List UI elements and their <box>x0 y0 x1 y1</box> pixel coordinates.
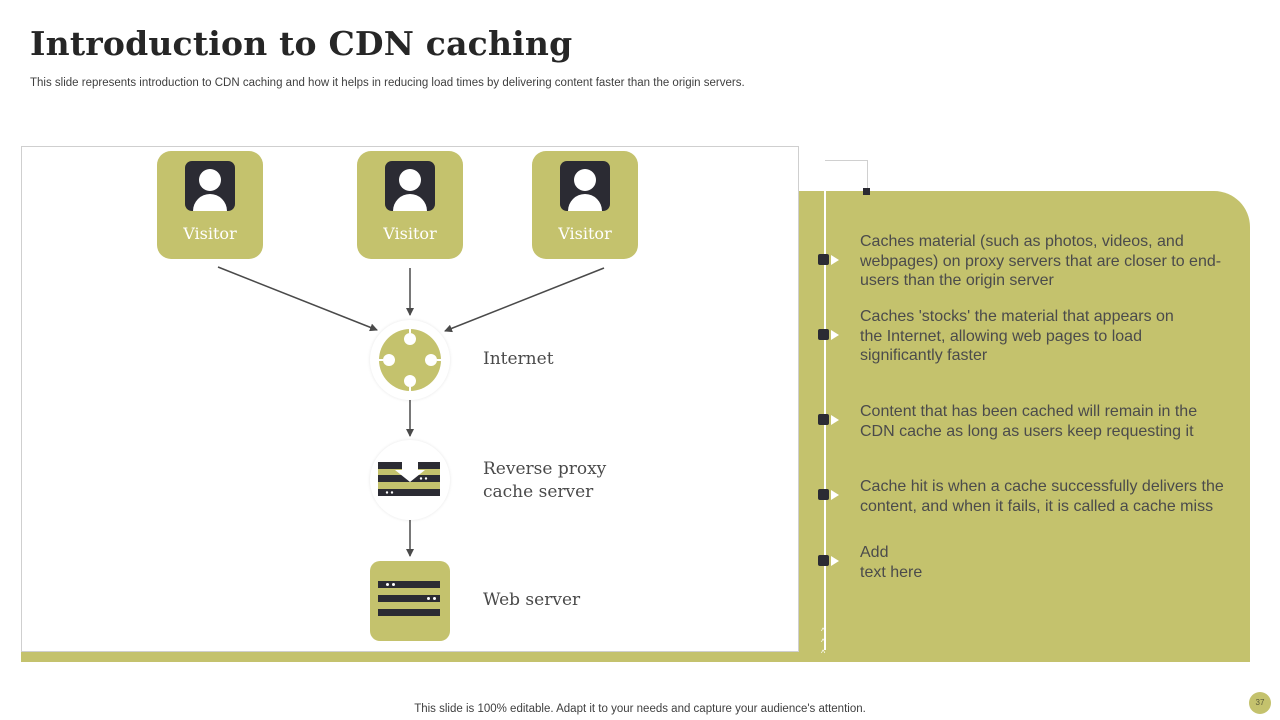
user-icon <box>185 161 235 211</box>
visitor-card-2: Visitor <box>357 151 463 259</box>
timeline-bracket <box>825 160 868 189</box>
slide-title: Introduction to CDN caching <box>30 24 573 63</box>
user-icon <box>385 161 435 211</box>
visitor-card-1: Visitor <box>157 151 263 259</box>
point-text-5: Add text here <box>860 544 923 581</box>
internet-label: Internet <box>483 349 554 369</box>
proxy-label-line1: Reverse proxy <box>483 459 607 479</box>
visitor-label: Visitor <box>558 224 612 243</box>
proxy-node <box>370 440 450 520</box>
chevron-up-icon: ^ <box>821 626 826 636</box>
slide-footer: This slide is 100% editable. Adapt it to… <box>414 703 866 715</box>
network-icon <box>375 325 445 395</box>
point-text-4: Cache hit is when a cache successfully d… <box>860 478 1224 515</box>
point-text-3: Content that has been cached will remain… <box>860 403 1198 440</box>
visitor-label: Visitor <box>383 224 437 243</box>
points-panel <box>790 191 1250 662</box>
cache-server-icon <box>378 458 440 496</box>
point-text-2: Caches 'stocks' the material that appear… <box>860 308 1174 364</box>
web-server-node <box>370 561 450 641</box>
page-number-badge: 37 <box>1249 692 1271 714</box>
bottom-accent-strip <box>21 651 801 662</box>
slide-subtitle: This slide represents introduction to CD… <box>30 77 745 89</box>
user-icon <box>560 161 610 211</box>
proxy-label: Reverse proxy cache server <box>483 458 606 504</box>
timeline-line <box>824 160 826 650</box>
chevron-up-icon: ^ <box>821 648 826 658</box>
timeline-top-dot <box>863 188 870 195</box>
internet-node <box>370 320 450 400</box>
point-text-1: Caches material (such as photos, videos,… <box>860 233 1222 289</box>
visitor-card-3: Visitor <box>532 151 638 259</box>
chevron-up-icon: ^ <box>821 637 826 647</box>
web-server-label: Web server <box>483 590 581 610</box>
proxy-label-line2: cache server <box>483 482 594 502</box>
visitor-label: Visitor <box>183 224 237 243</box>
